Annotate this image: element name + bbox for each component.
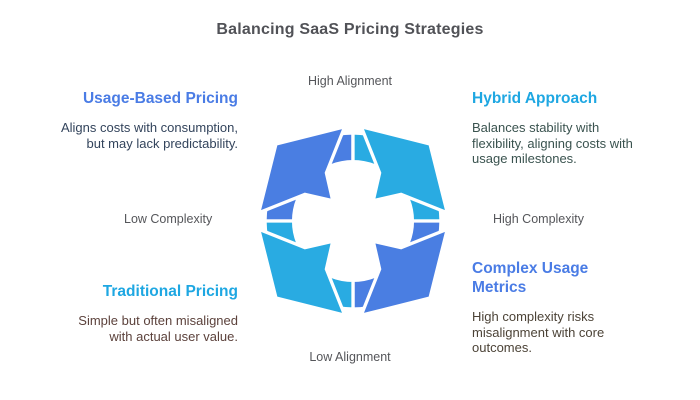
quadrant-complex-usage-metrics: Complex Usage Metrics High complexity ri… — [472, 259, 652, 356]
quadrant-traditional-pricing: Traditional Pricing Simple but often mis… — [56, 282, 238, 344]
axis-label-high-alignment: High Alignment — [307, 74, 393, 88]
quadrant-hybrid-approach: Hybrid Approach Balances stability with … — [472, 89, 652, 167]
quadrant-heading: Usage-Based Pricing — [82, 90, 238, 107]
cycle-arrows-svg — [256, 124, 450, 318]
quadrant-usage-based-pricing: Usage-Based Pricing Aligns costs with co… — [56, 89, 238, 151]
quadrant-heading: Complex Usage Metrics — [472, 260, 589, 296]
axis-label-high-complexity: High Complexity — [493, 212, 585, 226]
quadrant-heading: Hybrid Approach — [472, 90, 598, 107]
quadrant-body: Aligns costs with consumption, but may l… — [60, 120, 238, 151]
axis-label-low-alignment: Low Alignment — [309, 350, 391, 364]
quadrant-body: High complexity risks misalignment with … — [472, 309, 605, 355]
page-title: Balancing SaaS Pricing Strategies — [216, 21, 484, 38]
quadrant-body: Simple but often misaligned with actual … — [78, 313, 238, 344]
quadrant-heading: Traditional Pricing — [102, 283, 238, 300]
axis-label-low-complexity: Low Complexity — [124, 212, 213, 226]
cycle-arrows-icon — [243, 111, 463, 331]
quadrant-body: Balances stability with flexibility, ali… — [472, 120, 633, 166]
